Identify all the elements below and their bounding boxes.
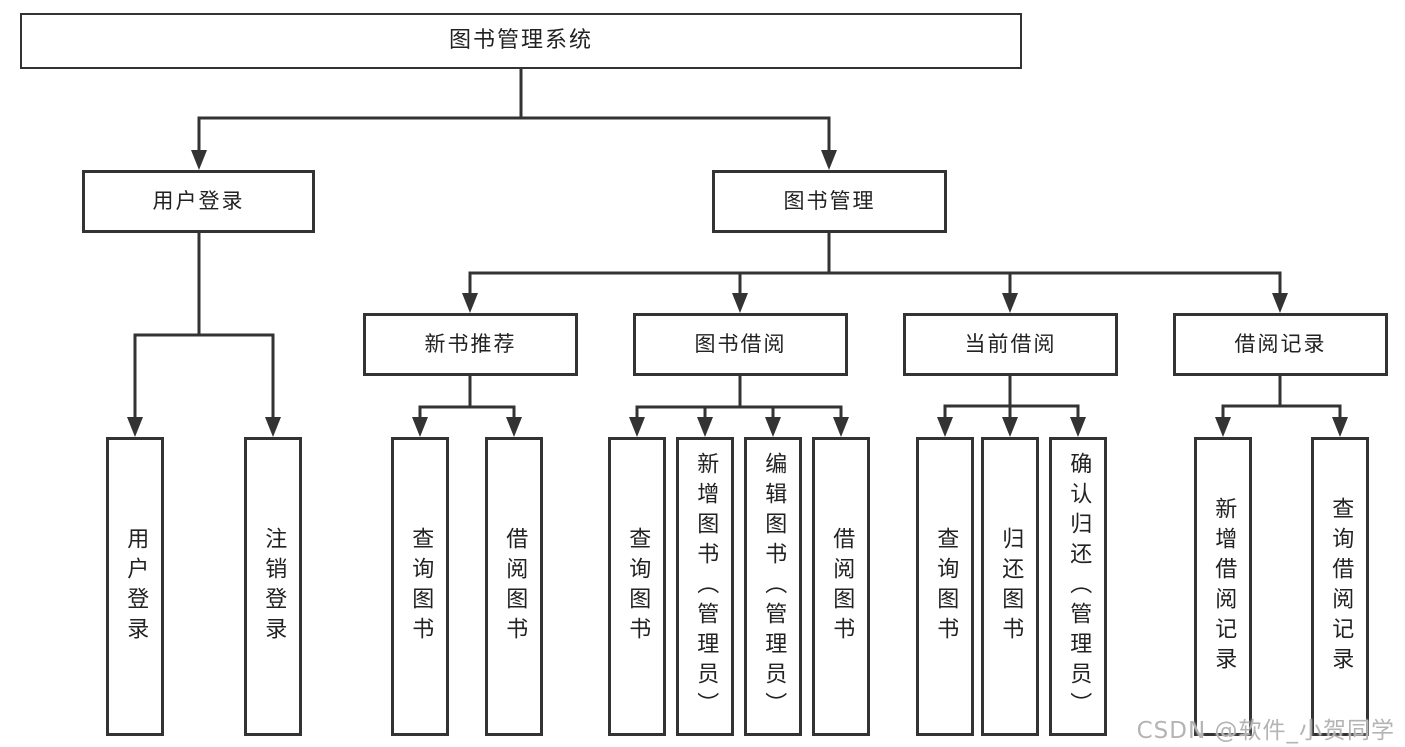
node-library-management-system: 图书管理系统 bbox=[20, 13, 1022, 69]
node-borrowing-records: 借阅记录 bbox=[1173, 313, 1388, 376]
arrowheads bbox=[127, 150, 1348, 437]
leaf-edit-books-admin: 编辑图书（管理员） bbox=[744, 437, 802, 736]
leaf-add-books-admin: 新增图书（管理员） bbox=[676, 437, 734, 736]
node-current-borrowing: 当前借阅 bbox=[903, 313, 1118, 376]
leaf-query-books-recommend: 查询图书 bbox=[391, 437, 449, 736]
leaf-borrow-books-borrow: 借阅图书 bbox=[812, 437, 870, 736]
leaf-confirm-return-admin: 确认归还（管理员） bbox=[1049, 437, 1107, 736]
leaf-query-borrow-record: 查询借阅记录 bbox=[1311, 437, 1369, 736]
leaf-return-books: 归还图书 bbox=[981, 437, 1039, 736]
node-book-management: 图书管理 bbox=[712, 170, 947, 233]
leaf-borrow-books-recommend: 借阅图书 bbox=[485, 437, 543, 736]
node-new-book-recommendation: 新书推荐 bbox=[363, 313, 578, 376]
csdn-watermark: CSDN @软件_小贺同学 bbox=[1136, 718, 1395, 744]
leaf-user-login: 用户登录 bbox=[106, 437, 164, 736]
leaf-logout: 注销登录 bbox=[244, 437, 302, 736]
tree-edges bbox=[133, 69, 1342, 419]
leaf-add-borrow-record: 新增借阅记录 bbox=[1194, 437, 1252, 736]
leaf-query-books-borrow: 查询图书 bbox=[608, 437, 666, 736]
leaf-query-books-current: 查询图书 bbox=[916, 437, 974, 736]
node-user-login: 用户登录 bbox=[82, 170, 315, 233]
node-book-borrowing: 图书借阅 bbox=[633, 313, 848, 376]
